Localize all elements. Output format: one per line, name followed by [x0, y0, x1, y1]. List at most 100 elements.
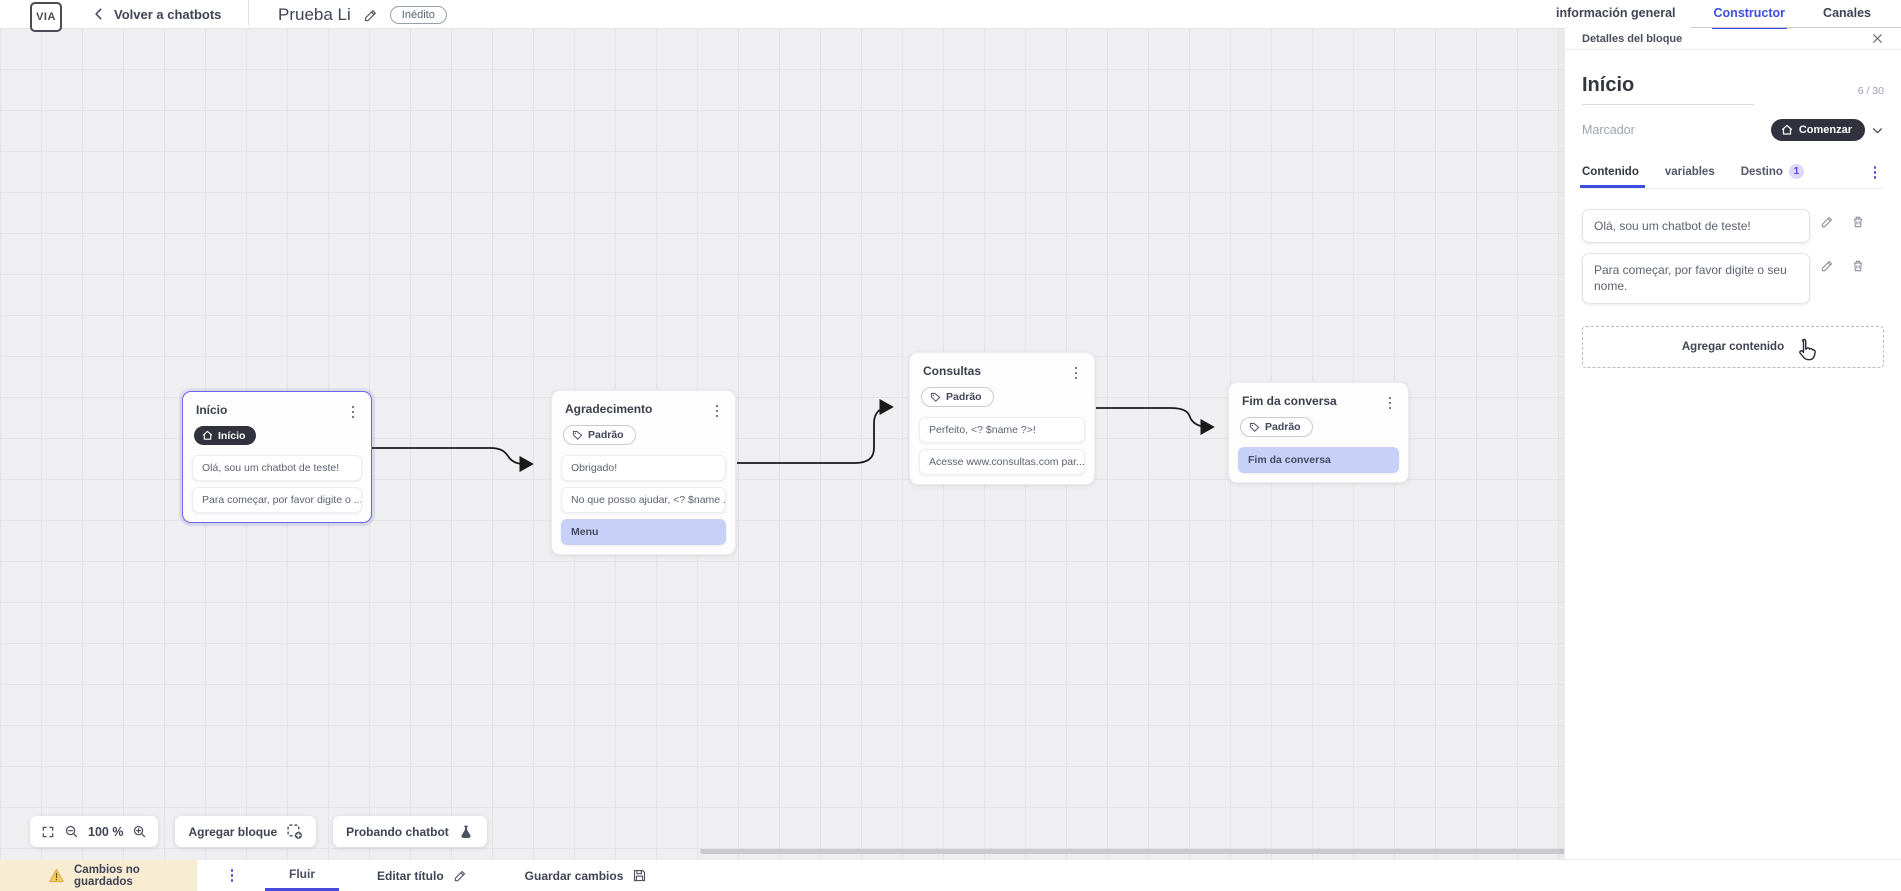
content-list: Olá, sou um chatbot de teste! Para começ… — [1582, 209, 1884, 304]
default-tag: Padrão — [921, 387, 994, 407]
start-tag: Início — [194, 426, 257, 445]
save-changes-label: Guardar cambios — [524, 868, 624, 883]
block-name-input[interactable]: Início — [1582, 74, 1754, 105]
brand-logo-text: VIA — [36, 11, 56, 23]
block-title: Início — [196, 403, 228, 417]
add-block-icon — [286, 823, 303, 840]
zoom-out-icon[interactable] — [64, 824, 79, 839]
default-tag: Padrão — [1240, 417, 1313, 437]
block-card-end[interactable]: Fim da conversa — [1238, 446, 1399, 473]
connector-inicio-agradecimento — [372, 447, 534, 473]
back-icon — [92, 7, 106, 21]
tag-icon — [1249, 422, 1260, 433]
marker-value-button[interactable]: Comenzar — [1770, 119, 1865, 141]
delete-icon[interactable] — [1851, 259, 1865, 273]
add-content-button[interactable]: Agregar contenido — [1582, 325, 1884, 368]
block-inicio[interactable]: Início Início Olá, sou um chatbot de tes… — [182, 391, 372, 523]
topbar-divider — [248, 0, 249, 26]
block-details-panel: Detalles del bloque Início 6 / 30 Marcad… — [1564, 28, 1901, 859]
panel-menu-icon[interactable] — [1868, 164, 1882, 182]
edit-title-label: Editar título — [377, 868, 444, 883]
tag-label: Padrão — [946, 391, 982, 403]
destino-count-badge: 1 — [1788, 164, 1804, 179]
tab-fluir[interactable]: Fluir — [265, 860, 339, 891]
connector-agradecimento-consultas — [737, 398, 894, 464]
delete-icon[interactable] — [1851, 215, 1865, 229]
back-to-chatbots[interactable]: Volver a chatbots — [92, 0, 221, 28]
block-title: Fim da conversa — [1242, 394, 1337, 408]
bottom-bar: Cambios no guardados Fluir Editar título… — [0, 859, 1901, 891]
flow-canvas[interactable]: Início Início Olá, sou um chatbot de tes… — [0, 28, 1564, 859]
tag-label: Padrão — [1265, 421, 1301, 433]
top-bar: VIA Volver a chatbots Prueba Li Inédito … — [0, 0, 1901, 32]
tab-contenido[interactable]: Contenido — [1580, 159, 1645, 188]
save-icon — [632, 868, 647, 883]
content-item[interactable]: Olá, sou um chatbot de teste! — [1582, 209, 1810, 244]
add-content-label: Agregar contenido — [1681, 340, 1785, 353]
tag-label: Início — [218, 429, 246, 442]
zoom-controls: 100 % — [30, 816, 159, 847]
block-consultas[interactable]: Consultas Padrão Perfeito, <? $name ?>! … — [909, 352, 1095, 485]
content-item[interactable]: Para começar, por favor digite o seu nom… — [1582, 253, 1810, 304]
tabs-border — [1691, 27, 1901, 28]
canvas-controls: 100 % Agregar bloque Probando chatbot — [30, 816, 487, 847]
save-changes-button[interactable]: Guardar cambios — [525, 868, 648, 883]
edit-title-icon — [453, 869, 467, 883]
chevron-down-icon[interactable] — [1871, 124, 1884, 137]
tag-label: Padrão — [588, 429, 624, 441]
block-menu-icon[interactable] — [346, 403, 360, 421]
zoom-in-icon[interactable] — [132, 824, 147, 839]
add-block-label: Agregar bloque — [188, 824, 278, 839]
edit-title-button[interactable]: Editar título — [377, 869, 467, 883]
block-card[interactable]: Perfeito, <? $name ?>! — [919, 416, 1085, 443]
home-icon — [202, 430, 213, 441]
back-label: Volver a chatbots — [114, 6, 222, 22]
close-icon[interactable] — [1871, 32, 1884, 45]
top-tabs: información general Constructor Canales — [1554, 0, 1873, 29]
panel-title: Detalles del bloque — [1582, 32, 1683, 45]
block-card[interactable]: Obrigado! — [561, 454, 726, 481]
block-card[interactable]: Para começar, por favor digite o ... — [192, 487, 362, 513]
marker-value: Comenzar — [1798, 124, 1852, 136]
block-card[interactable]: No que posso ajudar, <? $name ... — [561, 486, 726, 513]
content-row: Para começar, por favor digite o seu nom… — [1582, 253, 1884, 304]
tab-variables[interactable]: variables — [1664, 165, 1715, 178]
block-title: Consultas — [923, 364, 982, 378]
block-card[interactable]: Acesse www.consultas.com par... — [919, 448, 1085, 475]
brand-logo[interactable]: VIA — [30, 2, 62, 32]
zoom-level: 100 % — [88, 824, 124, 839]
add-block-button[interactable]: Agregar bloque — [175, 816, 317, 847]
panel-tabs: Contenido variables Destino 1 — [1580, 157, 1884, 189]
block-title: Agradecimento — [565, 402, 653, 416]
flask-icon — [458, 824, 474, 840]
block-card[interactable]: Olá, sou um chatbot de teste! — [192, 455, 362, 481]
tag-icon — [930, 392, 941, 403]
block-card-menu[interactable]: Menu — [561, 518, 726, 545]
tab-destino-label: Destino — [1740, 165, 1783, 178]
chatbot-title: Prueba Li — [278, 5, 351, 24]
warning-icon — [48, 868, 65, 883]
block-menu-icon[interactable] — [710, 402, 724, 420]
edit-icon[interactable] — [1820, 215, 1834, 229]
default-tag: Padrão — [563, 425, 636, 445]
block-menu-icon[interactable] — [1069, 364, 1083, 382]
status-badge: Inédito — [389, 6, 447, 24]
tab-informacion-general[interactable]: información general — [1556, 6, 1676, 20]
fullscreen-icon[interactable] — [41, 825, 55, 839]
connector-consultas-fim — [1096, 407, 1215, 436]
edit-icon[interactable] — [1820, 259, 1834, 273]
test-chatbot-button[interactable]: Probando chatbot — [333, 816, 487, 847]
tab-constructor[interactable]: Constructor — [1711, 0, 1788, 29]
block-menu-icon[interactable] — [1383, 394, 1397, 412]
edit-title-icon[interactable] — [363, 8, 378, 23]
test-chatbot-label: Probando chatbot — [346, 824, 449, 839]
char-counter: 6 / 30 — [1857, 85, 1884, 97]
block-agradecimento[interactable]: Agradecimento Padrão Obrigado! No que po… — [551, 390, 736, 555]
flow-menu-icon[interactable] — [225, 867, 239, 885]
unsaved-changes-warning: Cambios no guardados — [0, 860, 197, 891]
tab-destino[interactable]: Destino 1 — [1741, 157, 1804, 188]
block-fim-da-conversa[interactable]: Fim da conversa Padrão Fim da conversa — [1228, 382, 1409, 483]
horizontal-scrollbar[interactable] — [700, 849, 1564, 854]
tag-icon — [572, 430, 583, 441]
tab-canales[interactable]: Canales — [1823, 6, 1871, 20]
